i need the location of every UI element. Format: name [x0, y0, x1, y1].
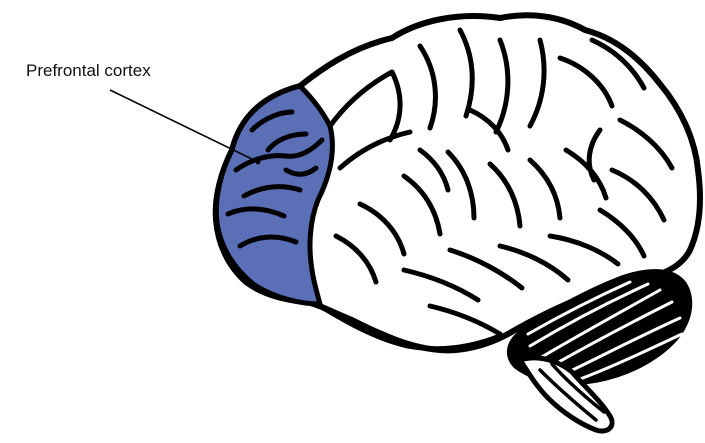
- label-leader-line: [110, 90, 258, 162]
- prefrontal-cortex-label: Prefrontal cortex: [26, 61, 151, 80]
- label-leader-dot: [256, 160, 261, 165]
